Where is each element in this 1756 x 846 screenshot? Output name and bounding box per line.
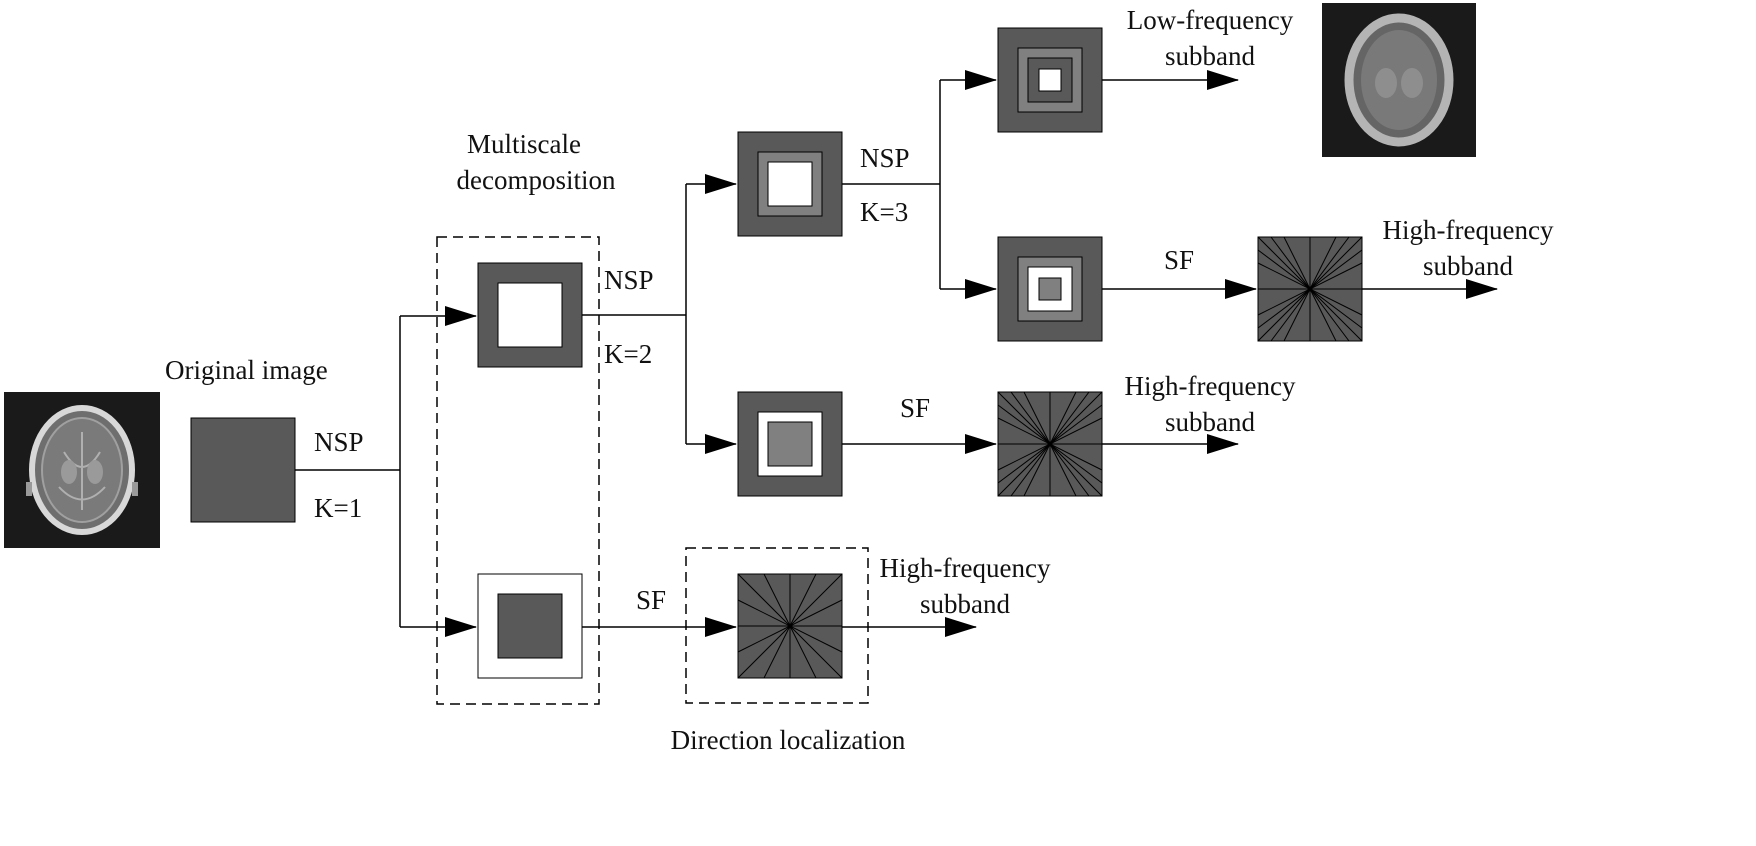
k1-label: K=1 bbox=[314, 493, 363, 523]
original-image-block bbox=[190, 417, 296, 523]
nsp-label-level3: NSP bbox=[860, 143, 910, 173]
lowpass-brain-mri-image bbox=[1322, 3, 1476, 157]
sf-label-level2: SF bbox=[900, 393, 931, 423]
high-frequency-label-1-line1: High-frequency bbox=[879, 553, 1051, 583]
direction-localization-label: Direction localization bbox=[670, 725, 906, 755]
nsp-label-level1: NSP bbox=[314, 427, 364, 457]
original-image-label: Original image bbox=[165, 355, 328, 385]
nsp-level3-connector bbox=[842, 70, 997, 299]
nsp-level2-connector bbox=[582, 174, 737, 454]
multiscale-label-line1: Multiscale bbox=[467, 129, 581, 159]
direction-localization-group bbox=[685, 547, 869, 704]
high-frequency-label-2-line2: subband bbox=[1165, 407, 1255, 437]
k3-label: K=3 bbox=[860, 197, 909, 227]
low-frequency-label-line2: subband bbox=[1165, 41, 1255, 71]
low-frequency-label-line1: Low-frequency bbox=[1126, 5, 1294, 35]
high-frequency-label-3-line1: High-frequency bbox=[1382, 215, 1554, 245]
highpass-level1-block bbox=[477, 573, 583, 679]
input-brain-mri-image bbox=[4, 392, 160, 548]
directional-filter-block-3 bbox=[1257, 236, 1363, 342]
directional-filter-block-1 bbox=[737, 573, 843, 679]
high-frequency-label-1-line2: subband bbox=[920, 589, 1010, 619]
highpass-level2-block bbox=[737, 391, 843, 497]
high-frequency-label-3-line2: subband bbox=[1423, 251, 1513, 281]
directional-filter-block-2 bbox=[997, 391, 1103, 497]
multiscale-label-line2: decomposition bbox=[456, 165, 616, 195]
k2-label: K=2 bbox=[604, 339, 653, 369]
highpass-level3-block bbox=[997, 236, 1103, 342]
lowpass-level2-block bbox=[737, 131, 843, 237]
sf-label-level3: SF bbox=[1164, 245, 1195, 275]
multiscale-decomposition-group bbox=[436, 236, 600, 705]
lowpass-level3-block bbox=[997, 27, 1103, 133]
lowpass-level1-block bbox=[477, 262, 583, 368]
nsp-level1-connector bbox=[295, 306, 477, 637]
sf-label-level1: SF bbox=[636, 585, 667, 615]
nsp-label-level2: NSP bbox=[604, 265, 654, 295]
high-frequency-label-2-line1: High-frequency bbox=[1124, 371, 1296, 401]
